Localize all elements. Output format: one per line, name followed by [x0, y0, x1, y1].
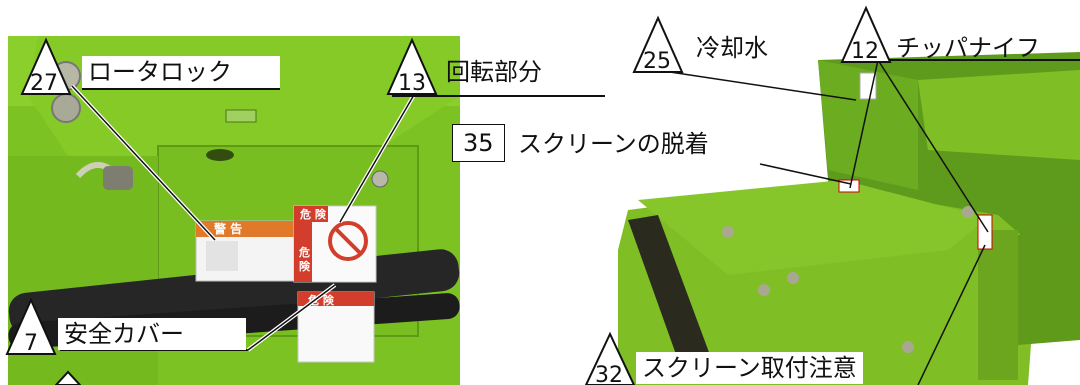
rotating-part-label: 回転部分 [446, 58, 542, 86]
danger-decal-title-1: 危 険 [298, 206, 328, 222]
danger-decal-title-2: 危 険 [308, 294, 334, 307]
cooling-water-label: 冷却水 [696, 34, 768, 62]
screen-detach-label: スクリーンの脱着 [518, 130, 709, 158]
rotor-lock-label: ロータロック [82, 56, 280, 90]
safety-cover-label: 安全カバー [58, 318, 246, 350]
warning-decal-title: 警 告 [214, 222, 243, 236]
right-machine-photo [618, 40, 1080, 385]
chipper-knife-label: チッパナイフ [896, 34, 1040, 62]
right-machine-illustration [618, 40, 1080, 385]
callout-number-35-box: 35 [452, 124, 505, 162]
screen-attach-caution-label: スクリーン取付注意 [636, 352, 863, 384]
danger-decal-side: 危険 [299, 246, 310, 273]
